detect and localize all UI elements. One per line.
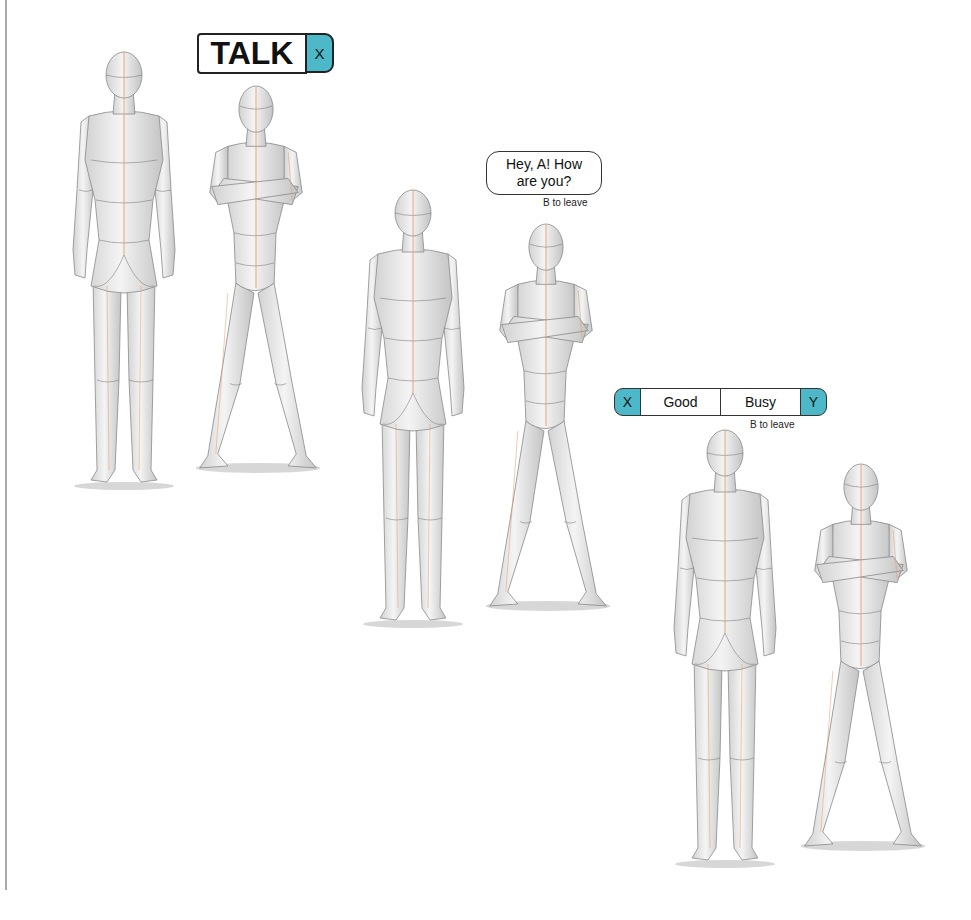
- page-border: [6, 0, 7, 890]
- choice-option: Good: [640, 388, 721, 416]
- node-text: Hey, A! How are you?: [495, 156, 593, 190]
- player-figure: [362, 190, 464, 628]
- control-hint: B to leave: [750, 419, 794, 430]
- npc-figure: [196, 86, 321, 473]
- node-text: X: [314, 45, 324, 62]
- button-icon: X: [614, 388, 641, 416]
- control-hint: B to leave: [543, 197, 587, 208]
- npc-figure: [801, 464, 926, 851]
- npc-figure: [486, 224, 611, 611]
- button-icon: X: [305, 33, 334, 73]
- node-text: Good: [663, 394, 697, 410]
- speech-bubble: Hey, A! How are you?: [486, 151, 602, 195]
- node-text: TALK: [211, 35, 294, 72]
- choice-option: Busy: [720, 388, 801, 416]
- node-text: Y: [809, 394, 818, 410]
- button-icon: Y: [800, 388, 827, 416]
- player-figure: [674, 430, 776, 868]
- player-figure: [73, 52, 175, 490]
- node-text: X: [623, 394, 632, 410]
- prompt-box: TALK: [197, 33, 307, 74]
- node-text: Busy: [745, 394, 776, 410]
